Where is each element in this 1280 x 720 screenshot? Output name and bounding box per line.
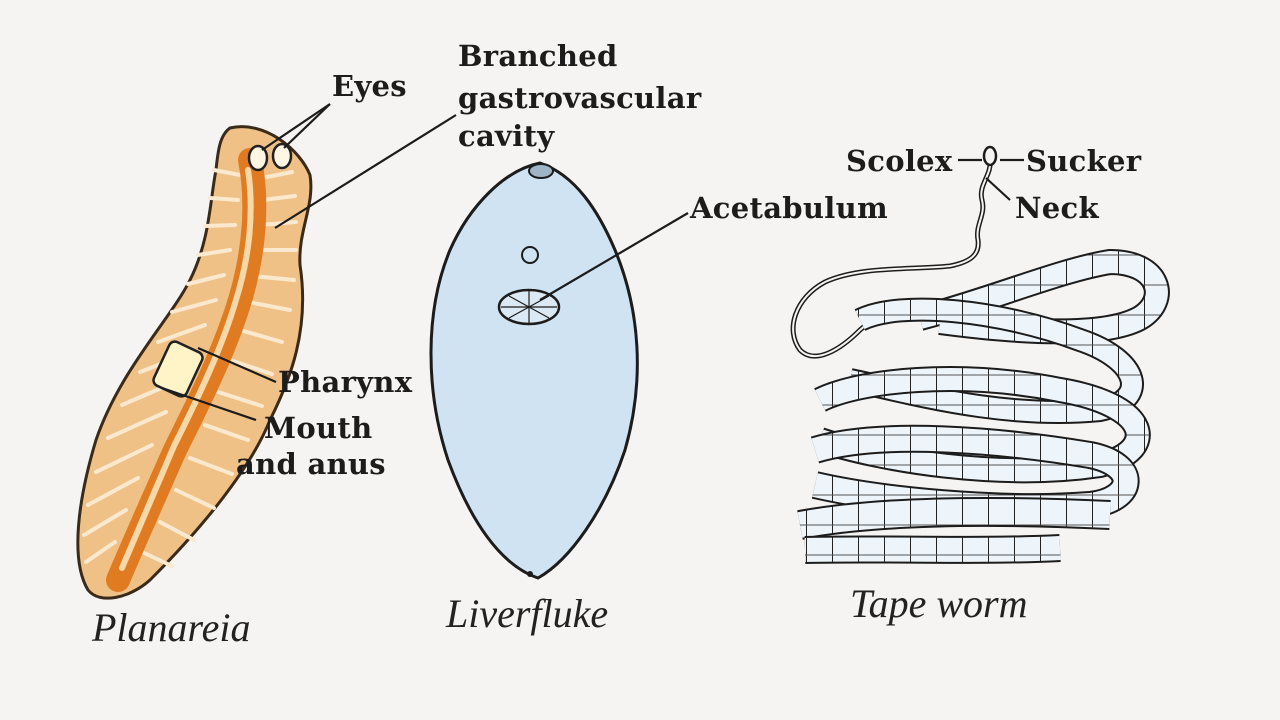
label-branched-line3: cavity bbox=[458, 118, 554, 154]
label-mouth-line1: Mouth bbox=[264, 410, 373, 446]
label-eyes: Eyes bbox=[332, 68, 407, 104]
label-mouth-line2: and anus bbox=[236, 446, 386, 482]
label-sucker: Sucker bbox=[1026, 143, 1141, 179]
tapeworm-proglottids bbox=[800, 262, 1157, 550]
tapeworm-scolex bbox=[984, 147, 996, 165]
liverfluke-body bbox=[431, 163, 637, 578]
planaria-figure bbox=[78, 127, 311, 598]
liverfluke-posterior-pore bbox=[527, 571, 533, 577]
label-scolex: Scolex bbox=[846, 143, 953, 179]
label-branched-line1: Branched bbox=[458, 38, 618, 74]
label-branched-line2: gastrovascular bbox=[458, 80, 701, 116]
caption-planaria: Planareia bbox=[92, 606, 251, 650]
liverfluke-oral-sucker bbox=[529, 164, 553, 178]
label-neck: Neck bbox=[1015, 190, 1099, 226]
caption-liverfluke: Liverfluke bbox=[446, 592, 608, 636]
planaria-eye-right bbox=[273, 144, 291, 168]
label-acetabulum: Acetabulum bbox=[690, 190, 888, 226]
liverfluke-figure bbox=[431, 163, 637, 578]
caption-tapeworm: Tape worm bbox=[850, 582, 1027, 626]
label-pharynx: Pharynx bbox=[278, 364, 412, 400]
